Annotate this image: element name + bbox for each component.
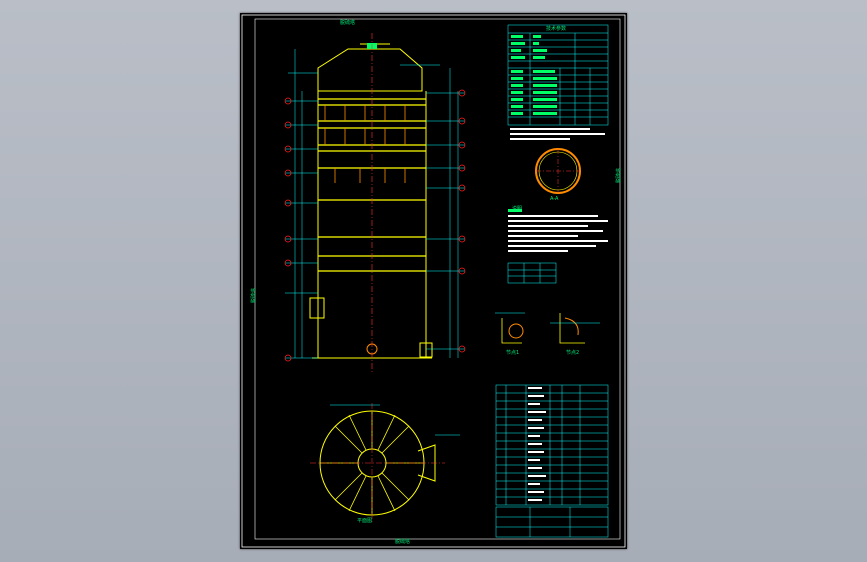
- section-a-a: [535, 148, 581, 194]
- tech-table-text: [511, 35, 557, 115]
- right-side-caption: 脱硫塔: [616, 167, 622, 183]
- tech-parameter-table: [507, 24, 609, 126]
- left-side-caption: 脱硫塔: [251, 287, 257, 303]
- notes-title: 说明: [512, 206, 523, 212]
- cad-drawing: [241, 14, 626, 548]
- plan-caption: 平面图: [357, 518, 373, 524]
- detail-2-caption: 节点2: [566, 350, 580, 356]
- title-block: [495, 506, 609, 538]
- right-callouts: [458, 89, 466, 353]
- detail-1-caption: 节点1: [506, 350, 520, 356]
- right-dimensions: [400, 64, 465, 358]
- bill-of-materials: [495, 384, 609, 506]
- drawing-sheet: 脱硫塔 脱硫塔 脱硫塔 脱硫塔 平面图 技术参数 说明 A-A 节点1 节点2: [240, 13, 627, 549]
- top-caption: 脱硫塔: [340, 20, 356, 26]
- tech-table-title: 技术参数: [546, 26, 567, 32]
- left-callouts: [284, 97, 292, 362]
- bottom-caption: 脱硫塔: [395, 539, 411, 545]
- detail-1: [495, 312, 525, 344]
- tower-elevation: [309, 43, 433, 359]
- tower-shell: [317, 91, 427, 358]
- inner-frame: [254, 18, 621, 540]
- bom-text: [528, 387, 546, 501]
- outer-frame: [241, 14, 626, 548]
- section-caption: A-A: [550, 196, 559, 202]
- left-dimensions: [285, 49, 318, 359]
- small-table: [507, 262, 557, 284]
- notes-text: [508, 209, 608, 252]
- detail-2: [550, 313, 600, 344]
- tower-cone: [317, 48, 423, 92]
